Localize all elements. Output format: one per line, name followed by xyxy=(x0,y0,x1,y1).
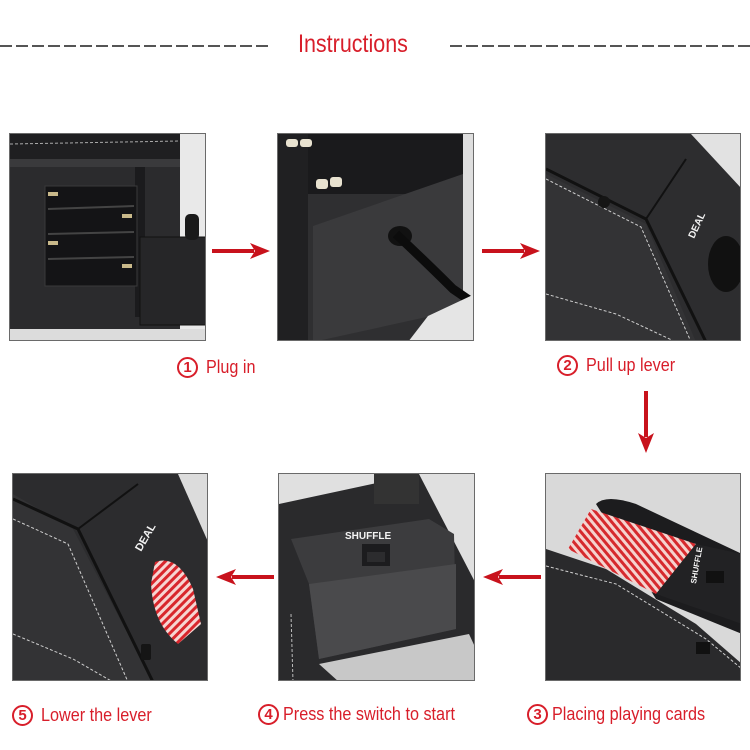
lever-lowered-photo: DEAL xyxy=(12,473,208,681)
step-3-caption: 3 Placing playing cards xyxy=(527,704,722,725)
step-number-badge: 1 xyxy=(177,357,198,378)
dashed-divider-right xyxy=(450,45,750,47)
step-label: Placing playing cards xyxy=(552,704,706,724)
step-label: Press the switch to start xyxy=(283,704,455,724)
power-jack-photo xyxy=(277,133,474,341)
step-label: Plug in xyxy=(206,357,256,377)
lever-up-photo: DEAL xyxy=(545,133,741,341)
page-title: Instructions xyxy=(298,30,408,58)
step-1-caption: 1 Plug in xyxy=(177,357,261,378)
shuffle-switch-photo: SHUFFLE xyxy=(278,473,475,681)
arrow-right-icon xyxy=(482,243,540,259)
cards-placed-photo: SHUFFLE xyxy=(545,473,741,681)
step-label: Lower the lever xyxy=(41,705,152,725)
arrow-left-icon xyxy=(483,569,541,585)
arrow-down-icon xyxy=(638,391,654,453)
step-5-caption: 5 Lower the lever xyxy=(12,705,164,726)
step-number-badge: 3 xyxy=(527,704,548,725)
step-2-caption: 2 Pull up lever xyxy=(557,355,685,376)
shuffle-label: SHUFFLE xyxy=(345,531,391,542)
battery-compartment-photo xyxy=(9,133,206,341)
header: Instructions xyxy=(0,28,750,64)
arrow-left-icon xyxy=(216,569,274,585)
step-label: Pull up lever xyxy=(586,355,676,375)
arrow-right-icon xyxy=(212,243,270,259)
step-number-badge: 5 xyxy=(12,705,33,726)
dashed-divider-left xyxy=(0,45,272,47)
step-4-caption: 4 Press the switch to start xyxy=(258,704,474,725)
step-number-badge: 4 xyxy=(258,704,279,725)
step-number-badge: 2 xyxy=(557,355,578,376)
